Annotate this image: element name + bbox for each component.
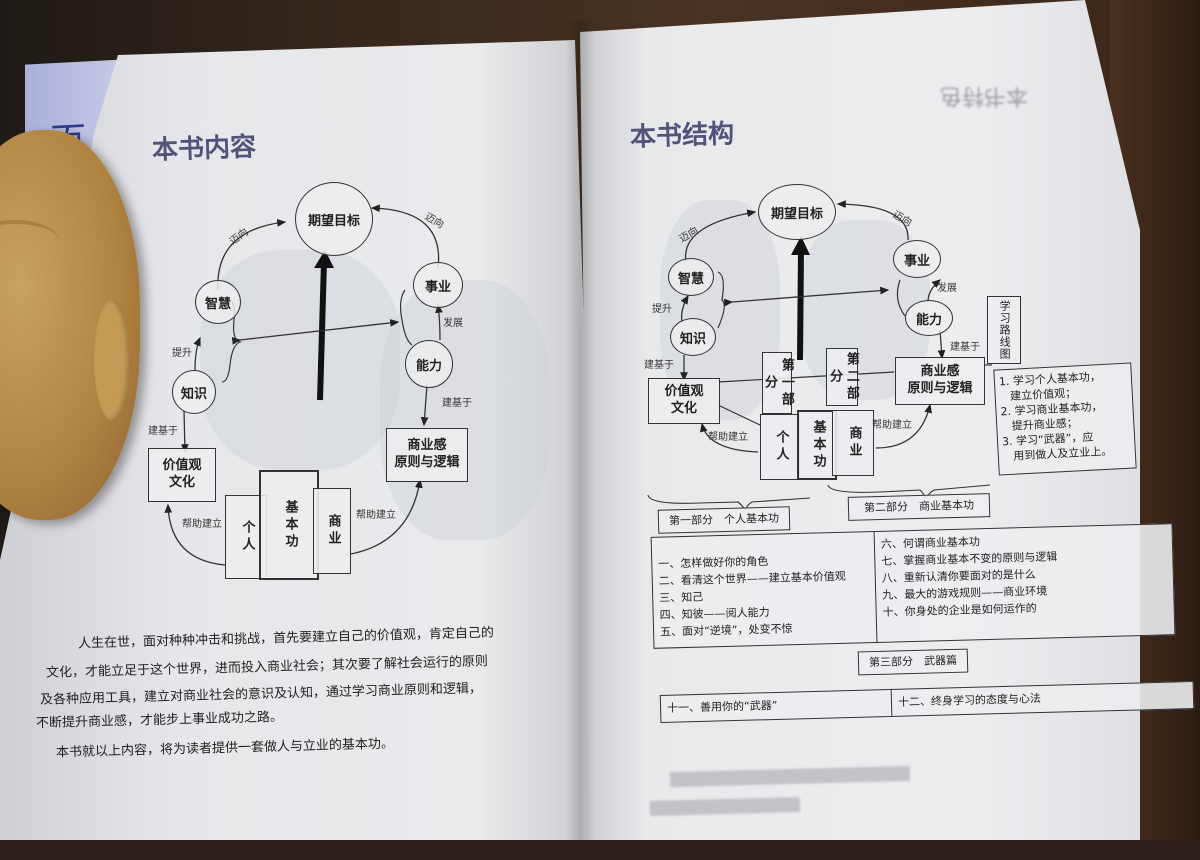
- business-sense-box: 商业感 原则与逻辑: [895, 357, 985, 405]
- business-box: 商业: [313, 488, 351, 574]
- values-culture-box: 价值观 文化: [148, 448, 216, 502]
- figurine-ear: [94, 300, 130, 420]
- goal-circle: 期望目标: [295, 182, 373, 256]
- ability-circle: 能力: [905, 300, 953, 336]
- knowledge-circle: 知识: [172, 370, 216, 414]
- label-improve: 提升: [652, 304, 672, 315]
- part-three-heading: 第三部分 武器篇: [857, 648, 969, 676]
- values-culture-box: 价值观 文化: [648, 378, 720, 424]
- label-based-on-right: 建基于: [950, 342, 980, 353]
- knowledge-circle: 知识: [670, 318, 716, 356]
- career-circle: 事业: [413, 262, 463, 308]
- part-one-heading: 第一部分 个人基本功: [657, 506, 791, 534]
- business-box: 商业: [832, 410, 874, 476]
- fundamentals-box: 基本功: [797, 410, 837, 480]
- part-one-tag: 第一部分: [762, 352, 794, 414]
- career-circle: 事业: [893, 240, 941, 278]
- label-based-on-left: 建基于: [148, 426, 178, 437]
- label-help-build-left: 帮助建立: [708, 432, 748, 443]
- wisdom-circle: 智慧: [668, 258, 714, 296]
- goal-circle: 期望目标: [758, 184, 836, 240]
- watermark-turtle: [380, 280, 550, 540]
- chapter-item: 十一、善用你的“武器”: [666, 698, 778, 715]
- part-two-heading: 第二部分 商业基本功: [847, 493, 991, 521]
- person-box: 个人: [760, 414, 800, 480]
- business-sense-box: 商业感 原则与逻辑: [386, 428, 468, 482]
- part-two-tag: 第二部分: [826, 348, 859, 406]
- figurine-brow: [0, 220, 60, 264]
- label-based-on-right: 建基于: [442, 398, 472, 409]
- roadmap-list: 1. 学习个人基本功， 建立价值观； 2. 学习商业基本功， 提升商业感； 3.…: [993, 362, 1137, 476]
- label-improve: 提升: [172, 348, 192, 359]
- label-help-build-right: 帮助建立: [872, 420, 912, 431]
- chapters-table-parts-1-2: 一、怎样做好你的角色 二、看清这个世界——建立基本价值观 三、知己 四、知彼——…: [650, 523, 1176, 649]
- right-diagram-lines: [647, 200, 992, 512]
- label-develop: 发展: [937, 283, 957, 294]
- wooden-face-figurine: [0, 130, 140, 520]
- label-develop: 发展: [443, 318, 463, 329]
- label-help-build-left: 帮助建立: [182, 519, 222, 530]
- part-two-chapters: 六、何谓商业基本功 七、掌握商业基本不变的原则与逻辑 八、重新认清你要面对的是什…: [873, 524, 1175, 642]
- wisdom-circle: 智慧: [195, 280, 241, 324]
- part-one-chapters: 一、怎样做好你的角色 二、看清这个世界——建立基本价值观 三、知己 四、知彼——…: [652, 532, 877, 648]
- book-gutter-shadow: [565, 20, 595, 840]
- label-based-on-left: 建基于: [644, 360, 674, 371]
- label-help-build-right: 帮助建立: [356, 510, 396, 521]
- roadmap-label: 学习路线图: [987, 296, 1021, 364]
- ability-circle: 能力: [405, 340, 453, 388]
